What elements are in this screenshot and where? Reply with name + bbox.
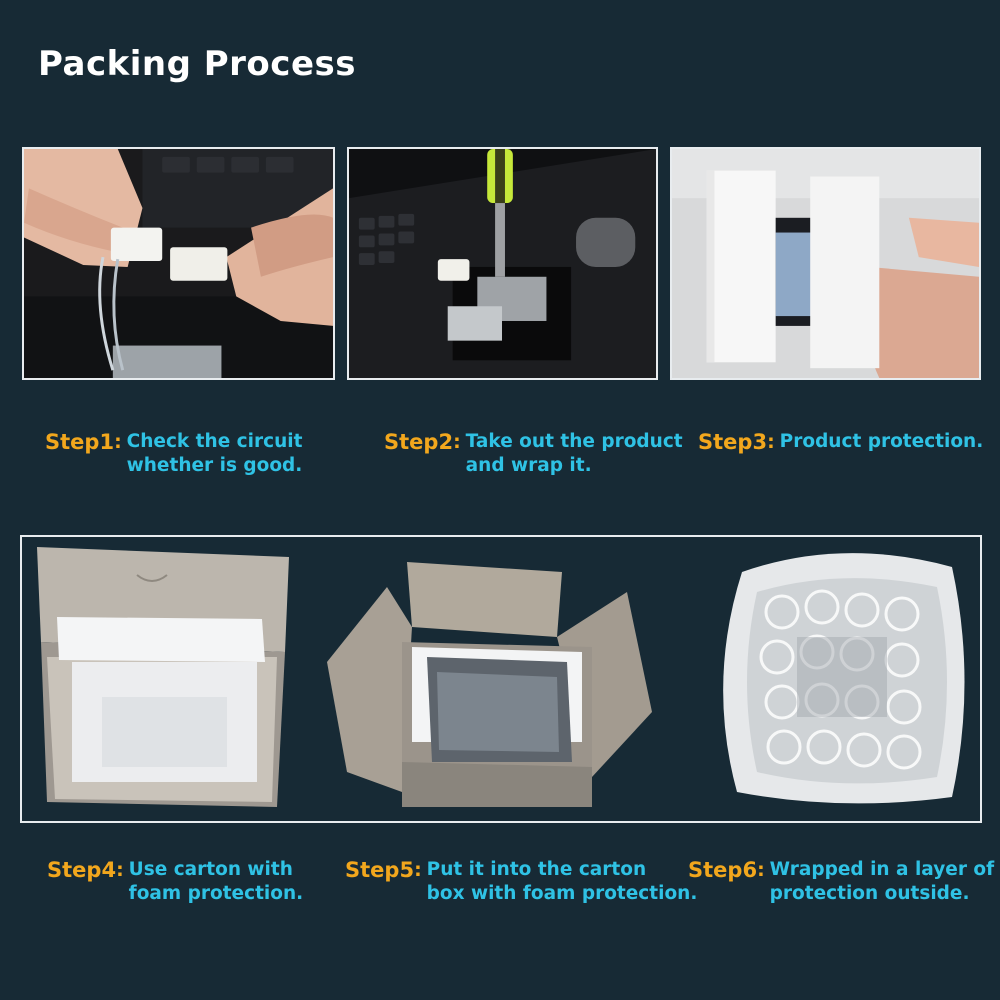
- carton-foam-photo: [27, 547, 297, 809]
- step-2-label: Step2: [384, 430, 454, 454]
- step-4-text: Use carton with foam protection.: [128, 859, 304, 904]
- bottom-photo-frame: [20, 535, 982, 823]
- step-4-colon: :: [116, 859, 124, 881]
- bubble-wrap-photo: [712, 542, 972, 807]
- step-4-label: Step4: [47, 858, 117, 882]
- step-3-text: Product protection.: [779, 431, 984, 452]
- foam-protection-photo: [670, 147, 981, 380]
- step-6-caption: Step6 : Wrapped in a layer of protection…: [688, 858, 994, 906]
- step-2-colon: :: [453, 431, 461, 453]
- step-6-text: Wrapped in a layer of protection outside…: [769, 859, 995, 904]
- step-1-label: Step1: [45, 430, 115, 454]
- step-1-caption: Step1 : Check the circuit whether is goo…: [45, 430, 302, 478]
- step-5-text: Put it into the carton box with foam pro…: [426, 859, 698, 904]
- screwdriver-lamp-photo: [347, 147, 658, 380]
- step-1-colon: :: [114, 431, 122, 453]
- carton-product-photo: [327, 562, 652, 812]
- step-3-caption: Step3 : Product protection.: [698, 430, 983, 454]
- step-5-label: Step5: [345, 858, 415, 882]
- step-4-caption: Step4 : Use carton with foam protection.: [47, 858, 303, 906]
- page-title: Packing Process: [38, 44, 356, 84]
- step-1-text: Check the circuit whether is good.: [126, 431, 303, 476]
- step-2-text: Take out the product and wrap it.: [465, 431, 683, 476]
- connector-circuit-photo: [22, 147, 335, 380]
- step-6-label: Step6: [688, 858, 758, 882]
- step-6-colon: :: [757, 859, 765, 881]
- step-2-caption: Step2 : Take out the product and wrap it…: [384, 430, 683, 478]
- step-5-colon: :: [414, 859, 422, 881]
- step-5-caption: Step5 : Put it into the carton box with …: [345, 858, 697, 906]
- step-3-colon: :: [767, 431, 775, 453]
- step-3-label: Step3: [698, 430, 768, 454]
